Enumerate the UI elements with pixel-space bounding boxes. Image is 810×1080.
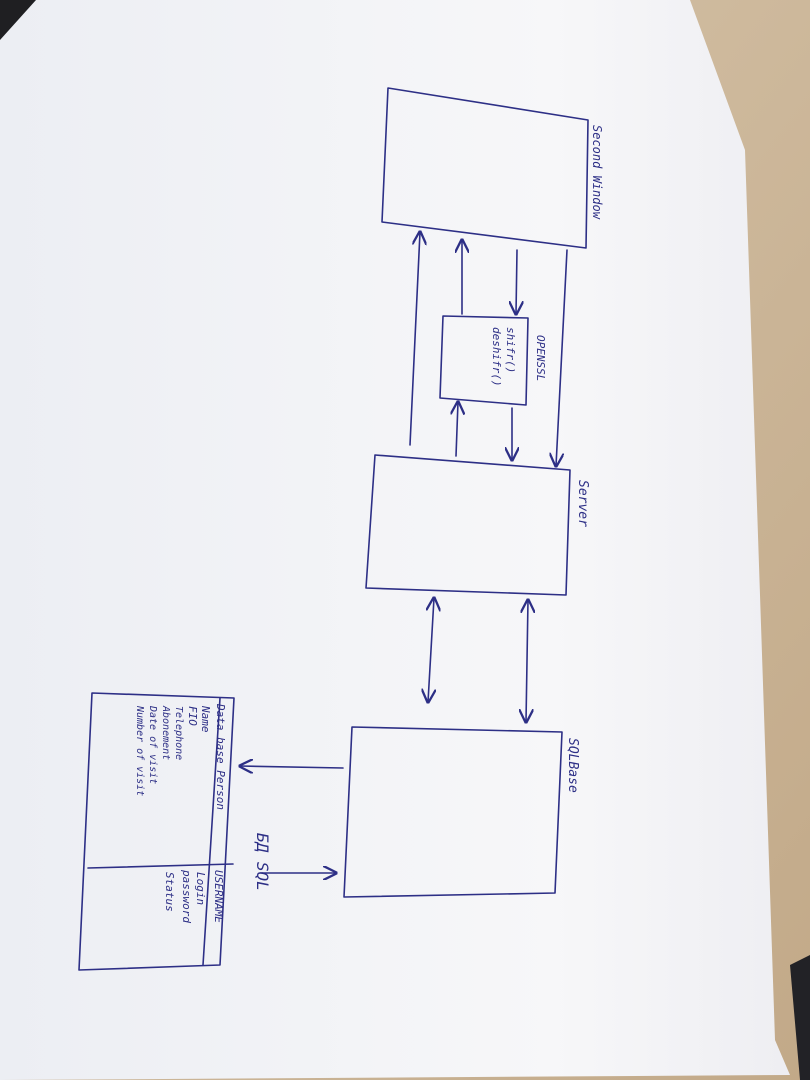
server-sqlbase-arrows bbox=[428, 598, 528, 722]
person-field-number-of-visit: Number of visit bbox=[134, 705, 145, 796]
arrow-sqlbase-to-server bbox=[428, 598, 434, 702]
encryption-box: OPENSSL shifr() deshifr() bbox=[439, 315, 547, 406]
paper-sheet bbox=[0, 0, 790, 1080]
second-window-box: Second Window bbox=[381, 87, 604, 249]
sqlbase-box: SQLBase bbox=[343, 726, 580, 898]
window-server-arrows bbox=[409, 232, 568, 466]
arrow-to-person-table bbox=[240, 766, 344, 768]
encryption-func-shifr: shifr() bbox=[504, 327, 517, 373]
person-field-name: Name bbox=[199, 705, 212, 733]
person-field-telephone: Telephone bbox=[173, 706, 184, 760]
username-table-title: USERNAME bbox=[212, 870, 225, 923]
encryption-func-deshifr: deshifr() bbox=[490, 327, 503, 387]
arrow-server-to-sqlbase bbox=[526, 600, 528, 722]
arrow-server-to-enc bbox=[456, 402, 458, 457]
second-window-label: Second Window bbox=[590, 125, 604, 220]
sqlbase-table-arrows bbox=[240, 766, 344, 873]
sqlbase-label: SQLBase bbox=[565, 738, 580, 793]
username-field-status: Status bbox=[163, 872, 176, 912]
person-field-abonement: Abonement bbox=[160, 705, 171, 760]
db-label: БД SQL bbox=[253, 833, 272, 891]
username-field-login: Login bbox=[194, 872, 207, 905]
username-field-password: password bbox=[180, 869, 193, 923]
dark-object bbox=[790, 955, 810, 1080]
database-tables: Data base Person Name FIO Telephone Abon… bbox=[78, 692, 235, 971]
server-label: Server bbox=[575, 480, 590, 527]
arrow-server-to-window bbox=[409, 232, 420, 446]
encryption-title: OPENSSL bbox=[534, 335, 547, 381]
arrow-window-to-server bbox=[556, 249, 568, 466]
person-table-title: Data base Person bbox=[214, 703, 227, 810]
arrow-window-to-enc bbox=[516, 249, 517, 314]
server-box: Server bbox=[365, 454, 590, 596]
person-field-fio: FIO bbox=[186, 706, 199, 726]
person-field-date-of-visit: Date of visit bbox=[147, 705, 158, 784]
